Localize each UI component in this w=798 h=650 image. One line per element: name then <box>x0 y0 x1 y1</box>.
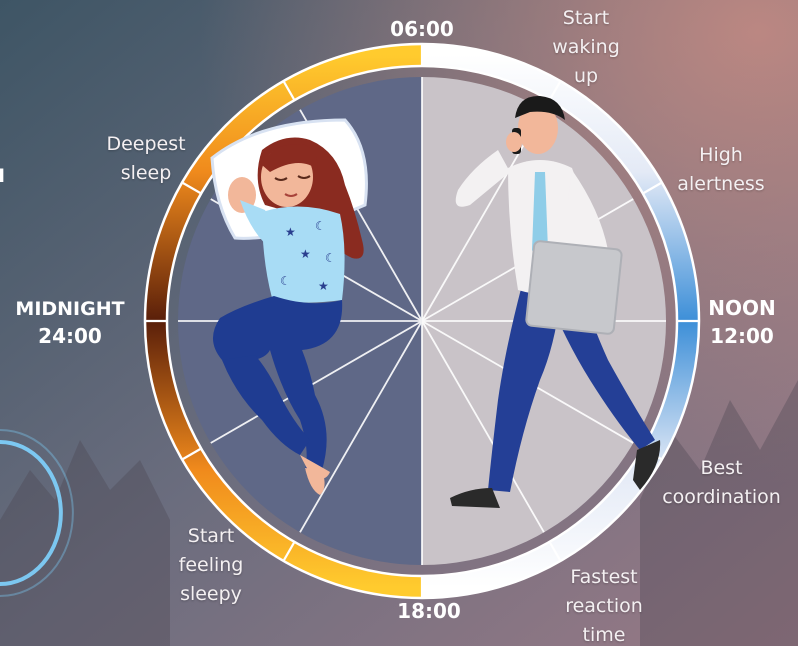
label-fastest-reaction-time: Fastest reaction time <box>552 563 656 650</box>
clipped-left-text: I <box>0 165 5 187</box>
svg-text:☾: ☾ <box>280 274 291 288</box>
svg-text:★: ★ <box>318 279 329 293</box>
label-best-coordination: Best coordination <box>654 454 789 512</box>
svg-text:★: ★ <box>300 247 311 261</box>
time-label-noon: NOON <box>708 296 775 320</box>
svg-text:★: ★ <box>285 225 296 239</box>
svg-text:☾: ☾ <box>315 219 326 233</box>
label-deepest-sleep: Deepest sleep <box>95 130 197 188</box>
time-label-18: 18:00 <box>397 599 461 623</box>
laptop <box>526 241 622 335</box>
label-start-feeling-sleepy: Start feeling sleepy <box>165 522 257 609</box>
time-label-2400: 24:00 <box>38 324 102 348</box>
label-start-waking-up: Start waking up <box>545 4 627 91</box>
time-label-midnight: MIDNIGHT <box>15 298 124 320</box>
label-high-alertness: High alertness <box>666 141 776 199</box>
time-label-06: 06:00 <box>390 17 454 41</box>
svg-text:☾: ☾ <box>325 251 336 265</box>
time-label-1200: 12:00 <box>710 324 774 348</box>
